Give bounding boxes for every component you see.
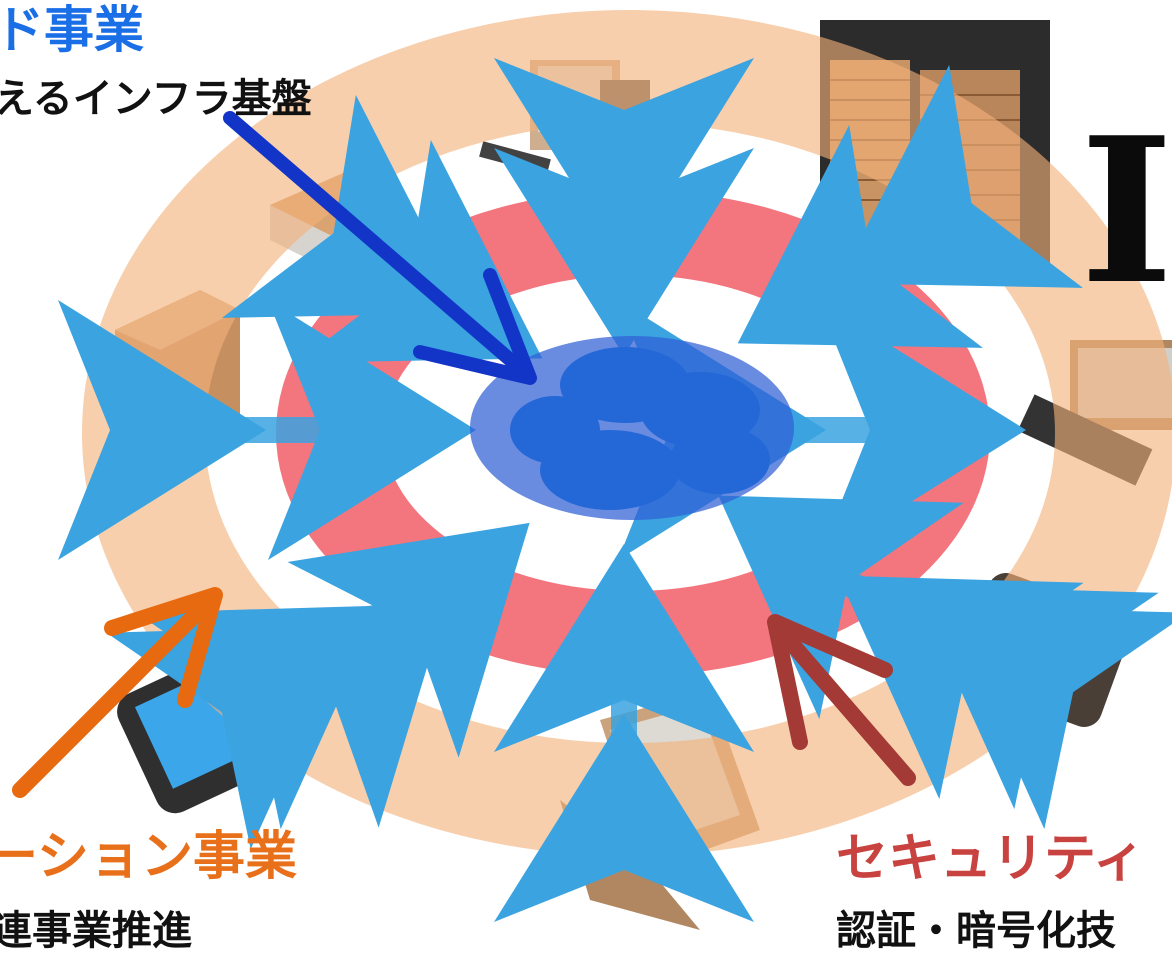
cloud-icon bbox=[510, 347, 770, 510]
corner-letter: I bbox=[1080, 94, 1172, 329]
radial-arrows bbox=[58, 58, 1172, 922]
innovation-business-title: ーション事業 bbox=[0, 827, 297, 887]
infra-business-title: ド事業 bbox=[0, 1, 144, 59]
security-business-title: セキュリティ bbox=[836, 829, 1145, 889]
innovation-business-subtitle: 連事業推進 bbox=[0, 908, 192, 954]
pointer-arrow-innovation bbox=[12, 587, 223, 798]
security-business-subtitle: 認証・暗号化技 bbox=[836, 908, 1116, 954]
pointer-arrow-security bbox=[767, 614, 916, 786]
pointer-arrow-infra bbox=[223, 111, 537, 385]
network-diagram bbox=[12, 10, 1172, 930]
infra-business-subtitle: えるインフラ基盤 bbox=[0, 76, 312, 122]
